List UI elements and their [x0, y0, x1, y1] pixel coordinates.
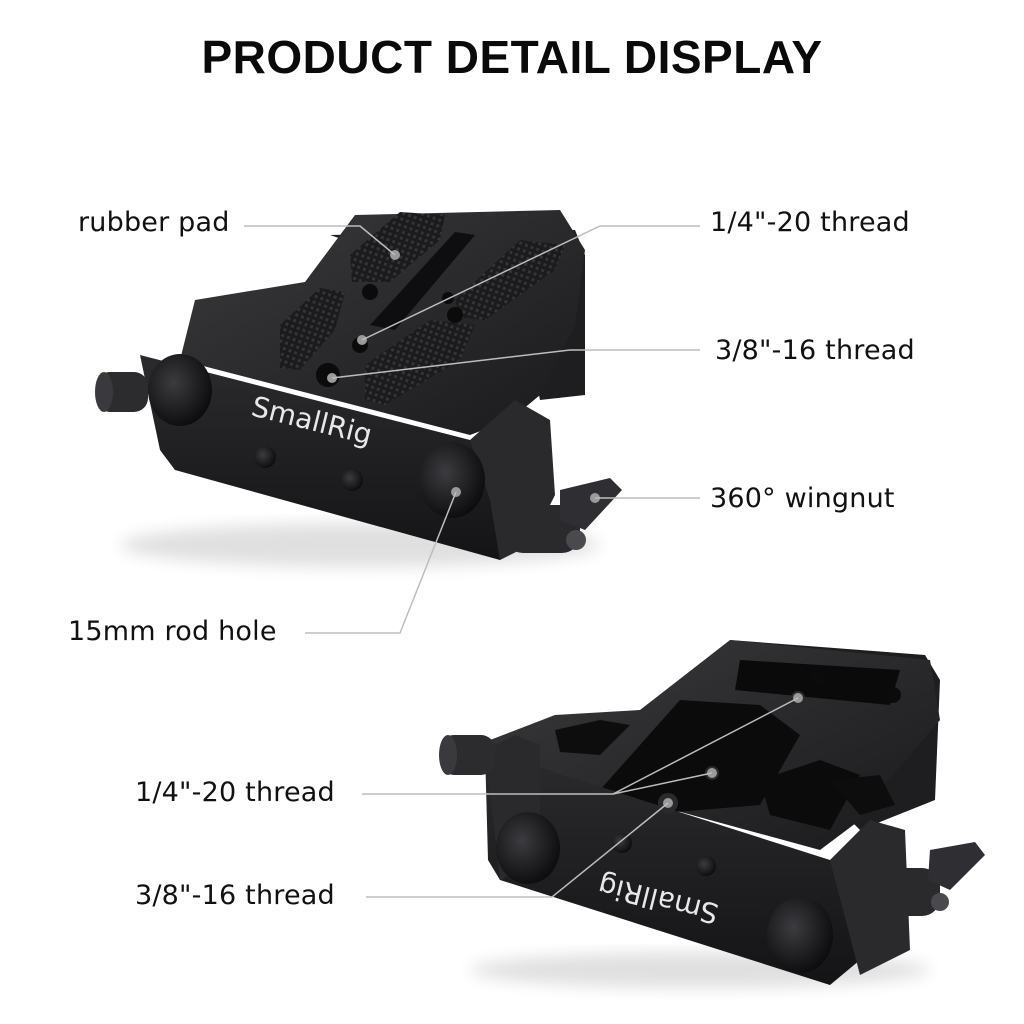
- page-title: PRODUCT DETAIL DISPLAY: [201, 31, 823, 83]
- bottom-leader-lines: [362, 697, 799, 898]
- callout-rubber-pad: rubber pad: [78, 207, 230, 238]
- bottom-left-knob-icon: [439, 735, 495, 775]
- callout-rod-hole: 15mm rod hole: [68, 616, 277, 647]
- bottom-wingnut-icon: [865, 842, 985, 916]
- top-baseplate: SmallRig: [95, 210, 622, 567]
- wingnut-icon: [505, 478, 622, 553]
- callout-three-eighths-thread-top: 3/8"-16 thread: [715, 335, 915, 366]
- callout-three-eighths-thread-bottom: 3/8"-16 thread: [135, 880, 335, 911]
- callout-quarter-inch-thread-top: 1/4"-20 thread: [710, 207, 910, 238]
- left-rod-clamp-knob-icon: [95, 372, 148, 412]
- bottom-baseplate: SmallRig: [439, 640, 985, 988]
- callout-wingnut: 360° wingnut: [710, 483, 895, 514]
- top-leader-lines: [244, 225, 700, 634]
- callout-quarter-inch-thread-bottom: 1/4"-20 thread: [135, 777, 335, 808]
